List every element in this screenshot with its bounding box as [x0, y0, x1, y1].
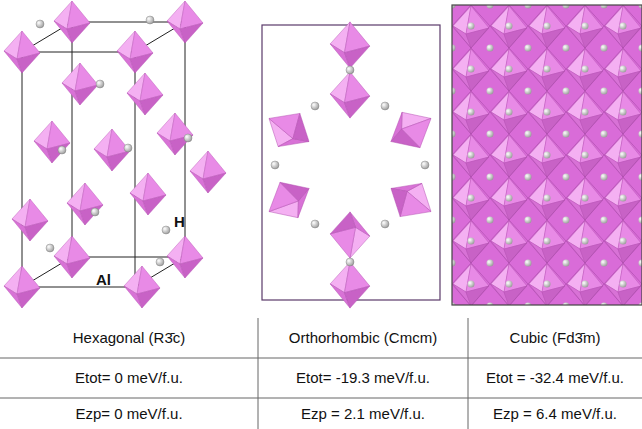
table-cell: Ezp = 6.4 meV/f.u.: [493, 405, 617, 423]
table-header: Orthorhombic (Cmcm): [289, 329, 437, 347]
hexagonal-structure: [4, 1, 226, 308]
table-cell: Ezp= 0 meV/f.u.: [75, 405, 182, 423]
table-cell: Etot= -19.3 meV/f.u.: [296, 369, 430, 387]
table-cell: Ezp = 2.1 meV/f.u.: [301, 405, 425, 423]
cubic-structure: [452, 5, 642, 305]
table-cell: Etot= 0 meV/f.u.: [75, 369, 183, 387]
table-header: Hexagonal (R3̄c): [73, 329, 186, 347]
table-rules: [0, 318, 642, 429]
orthorhombic-structure: [259, 22, 441, 308]
table-cell: Etot = -32.4 meV/f.u.: [486, 369, 624, 387]
atom-label: Al: [96, 271, 111, 289]
atom-label: H: [174, 213, 185, 231]
table-header: Cubic (Fd3̄m): [510, 329, 601, 347]
